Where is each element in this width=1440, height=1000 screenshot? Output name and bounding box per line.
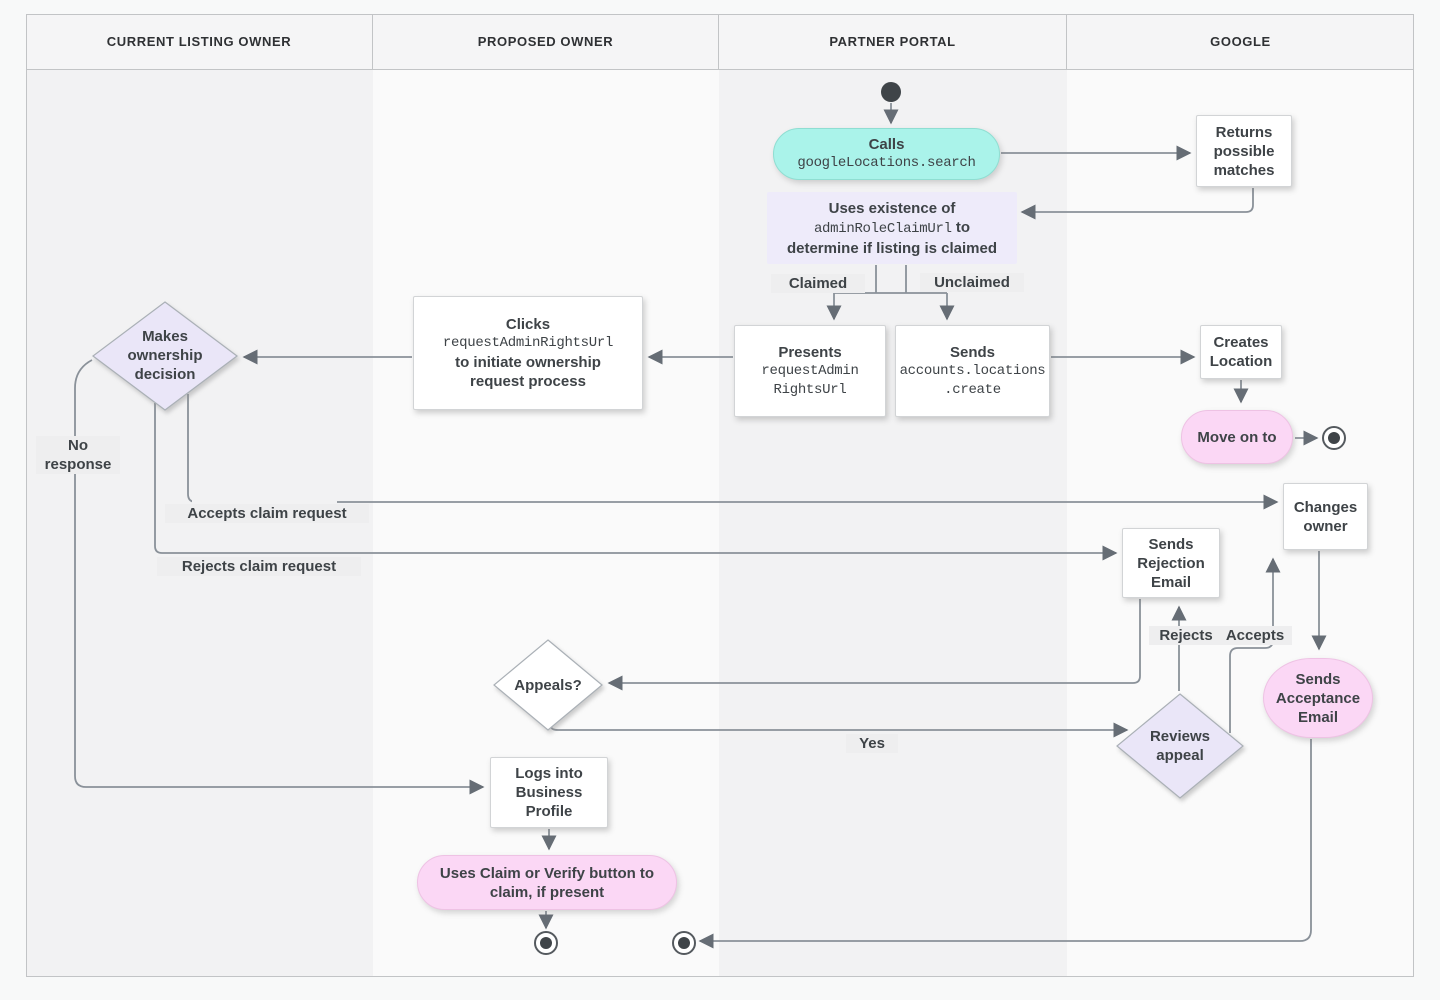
edge-label-accepts: Accepts bbox=[1218, 626, 1292, 645]
node-uses-existence-adminroleclaimurl: Uses existence of adminRoleClaimUrl to d… bbox=[767, 192, 1017, 264]
node-sends-acceptance-email: Sends Acceptance Email bbox=[1263, 658, 1373, 738]
node-text: Move on to bbox=[1197, 428, 1277, 446]
diamond-makes-ownership-decision bbox=[92, 301, 238, 411]
end-node-claim bbox=[534, 931, 558, 955]
decision-diamonds bbox=[92, 301, 1244, 799]
node-text: Creates Location bbox=[1209, 334, 1273, 370]
node-title: Clicks bbox=[505, 316, 551, 333]
node-text: Sends Rejection Email bbox=[1137, 535, 1205, 591]
node-code: requestAdmin bbox=[761, 362, 859, 379]
node-code: requestAdminRightsUrl bbox=[442, 335, 614, 351]
node-title: Sends bbox=[949, 343, 995, 361]
node-move-on-to: Move on to bbox=[1181, 410, 1293, 464]
end-node-dot bbox=[1328, 432, 1340, 444]
node-text: Logs into Business Profile bbox=[515, 765, 583, 820]
node-text: Uses Claim or Verify button to claim, if… bbox=[439, 864, 655, 901]
diamond-reviews-appeal bbox=[1116, 693, 1244, 799]
node-creates-location: Creates Location bbox=[1200, 325, 1282, 379]
node-line: determine if listing is claimed bbox=[786, 239, 998, 257]
edge-label-rejects-claim-request: Rejects claim request bbox=[157, 557, 361, 576]
node-text: Returns possible matches bbox=[1213, 123, 1275, 179]
lane-header-partner-portal: PARTNER PORTAL bbox=[719, 14, 1067, 70]
node-code: RightsUrl bbox=[773, 381, 847, 398]
node-code: accounts.locations bbox=[899, 362, 1046, 379]
node-presents-requestadminrightsurl: Presents requestAdmin RightsUrl bbox=[734, 325, 886, 417]
node-line: Uses existence of bbox=[828, 199, 956, 217]
node-title: Calls bbox=[868, 136, 905, 153]
node-returns-possible-matches: Returns possible matches bbox=[1196, 115, 1292, 187]
edge-label-rejects: Rejects bbox=[1149, 626, 1223, 645]
edges-claim-flow bbox=[538, 829, 557, 930]
lane-header-proposed-owner: PROPOSED OWNER bbox=[373, 14, 719, 70]
node-reviews-appeal: Reviews appeal bbox=[1149, 728, 1211, 764]
node-clicks-requestadminrightsurl: Clicks requestAdminRightsUrl to initiate… bbox=[413, 296, 643, 410]
node-title: Presents bbox=[778, 343, 842, 361]
end-node-create bbox=[1322, 426, 1346, 450]
edge-label-accepts-claim-request: Accepts claim request bbox=[165, 504, 369, 523]
node-line: request process bbox=[470, 373, 586, 390]
node-text: Sends Acceptance Email bbox=[1275, 670, 1361, 726]
edge-label-no-response: No response bbox=[36, 436, 120, 474]
end-node-acceptance bbox=[672, 931, 696, 955]
start-node bbox=[881, 82, 901, 102]
node-sends-rejection-email: Sends Rejection Email bbox=[1122, 528, 1220, 598]
lane-header-google: GOOGLE bbox=[1067, 14, 1414, 70]
node-logs-into-business-profile: Logs into Business Profile bbox=[490, 757, 608, 828]
node-line: to initiate ownership bbox=[455, 354, 601, 371]
node-uses-claim-or-verify-button: Uses Claim or Verify button to claim, if… bbox=[417, 855, 677, 910]
node-code: googleLocations.search bbox=[797, 155, 976, 171]
node-sends-accounts-locations-create: Sends accounts.locations .create bbox=[895, 325, 1050, 417]
end-node-dot bbox=[678, 937, 690, 949]
node-calls-googlelocations-search: Calls googleLocations.search bbox=[773, 128, 1000, 180]
node-appeals: Appeals? bbox=[514, 677, 582, 694]
edge-label-claimed: Claimed bbox=[771, 274, 865, 293]
end-node-dot bbox=[540, 937, 552, 949]
edges-main-flow bbox=[242, 103, 1319, 446]
node-line: adminRoleClaimUrl to bbox=[813, 218, 971, 237]
edge-label-unclaimed: Unclaimed bbox=[920, 273, 1024, 292]
edge-label-yes: Yes bbox=[846, 734, 898, 753]
node-changes-owner: Changes owner bbox=[1283, 483, 1368, 550]
node-makes-ownership-decision: Makes ownership decision bbox=[127, 328, 203, 383]
node-text: Changes owner bbox=[1293, 498, 1358, 535]
lane-header-current-listing-owner: CURRENT LISTING OWNER bbox=[26, 14, 373, 70]
node-code: .create bbox=[944, 381, 1001, 398]
diamond-appeals bbox=[493, 639, 603, 731]
